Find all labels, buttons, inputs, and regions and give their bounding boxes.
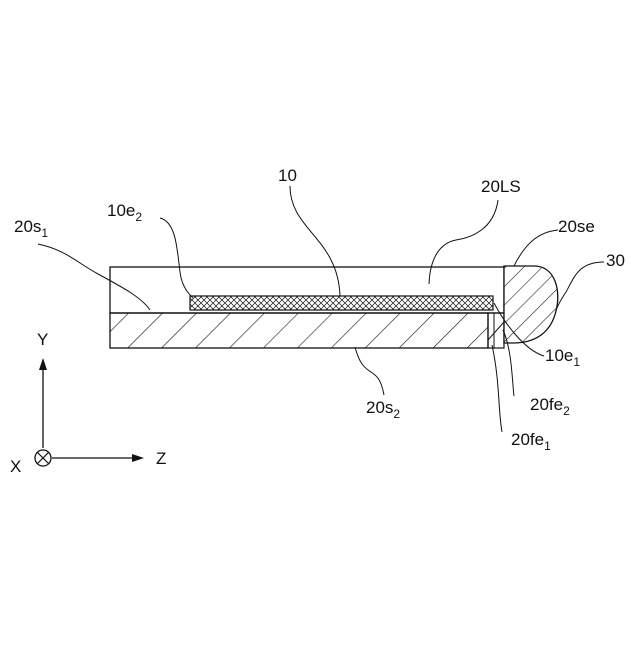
end-gap-hatch (488, 322, 504, 340)
circled-cross-icon (35, 450, 51, 466)
leader-30 (556, 262, 604, 311)
label-10e1: 10e1 (545, 346, 580, 369)
leader-20s2 (355, 347, 384, 395)
axis-label-z: Z (156, 449, 166, 468)
y-arrowhead-icon (39, 358, 47, 370)
element-10 (190, 296, 493, 310)
leader-20se (514, 230, 558, 266)
axis-label-y: Y (37, 330, 48, 349)
label-30: 30 (606, 251, 625, 270)
bottom-substrate (110, 313, 488, 348)
label-20fe1: 20fe1 (511, 430, 551, 453)
axis-label-x: X (10, 457, 21, 476)
label-20s2: 20s2 (366, 398, 400, 421)
label-20fe2: 20fe2 (530, 395, 570, 418)
label-20se: 20se (558, 217, 595, 236)
label-20LS: 20LS (481, 177, 521, 196)
leader-20fe1 (492, 345, 502, 432)
label-10: 10 (278, 166, 297, 185)
z-arrowhead-icon (132, 454, 144, 462)
label-20s1: 20s1 (14, 217, 48, 240)
label-10e2: 10e2 (107, 201, 142, 224)
